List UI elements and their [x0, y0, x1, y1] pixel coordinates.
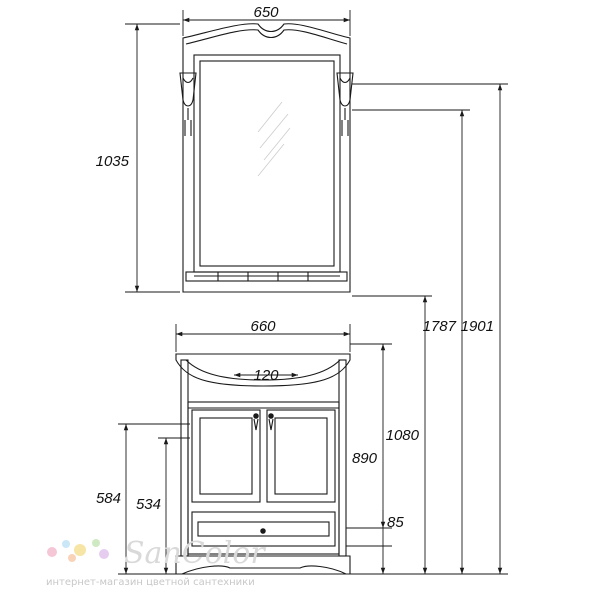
mirror	[179, 23, 354, 293]
mirror-shelf	[185, 271, 348, 282]
dim-mirror-bottom-height: 1787	[423, 318, 457, 335]
right-door-panel	[274, 417, 328, 495]
logo-dot	[47, 547, 57, 557]
dim-drawer-height: 85	[387, 514, 404, 531]
mirror-inner-frame	[193, 54, 341, 273]
logo-tagline: интернет-магазин цветной сантехники	[46, 577, 255, 588]
logo-dots-icon	[47, 539, 109, 562]
logo-dot	[68, 554, 76, 562]
right-side-panel	[338, 359, 347, 557]
dim-mirror-width: 650	[253, 4, 279, 21]
logo-dot	[74, 544, 86, 556]
left-lamp	[179, 72, 197, 136]
dim-door-height-534: 534	[136, 496, 161, 513]
logo-dot	[92, 539, 100, 547]
dim-total-height: 1901	[461, 318, 494, 335]
mirror-top-arch	[185, 29, 348, 45]
mirror-outer-frame	[182, 23, 351, 293]
dim-sink-height: 1080	[386, 427, 420, 444]
logo-dot	[62, 540, 70, 548]
drawer	[191, 511, 336, 547]
sancolor-logo: SanColor интернет-магазин цветной сантех…	[46, 536, 266, 588]
right-door	[266, 409, 336, 503]
mirror-glass	[199, 60, 335, 267]
logo-name: SanColor	[124, 536, 266, 571]
right-lamp	[336, 72, 354, 136]
dim-mirror-height: 1035	[96, 153, 130, 170]
dim-cabinet-width: 660	[250, 318, 276, 335]
left-door-panel	[199, 417, 253, 495]
drawer-handle	[260, 528, 266, 534]
logo-dot	[99, 549, 109, 559]
dim-door-height-584: 584	[96, 490, 121, 507]
cabinet-body	[187, 401, 340, 555]
door-handles	[253, 413, 274, 431]
left-door	[191, 409, 261, 503]
dim-drain-offset: 120	[253, 367, 279, 384]
dimension-lines	[118, 10, 508, 575]
drawer-panel	[197, 521, 330, 537]
sink-countertop	[175, 353, 351, 387]
mirror-reflection	[257, 101, 291, 177]
vanity-cabinet	[175, 353, 351, 575]
left-side-panel	[180, 359, 189, 557]
dim-cabinet-height: 890	[352, 450, 378, 467]
